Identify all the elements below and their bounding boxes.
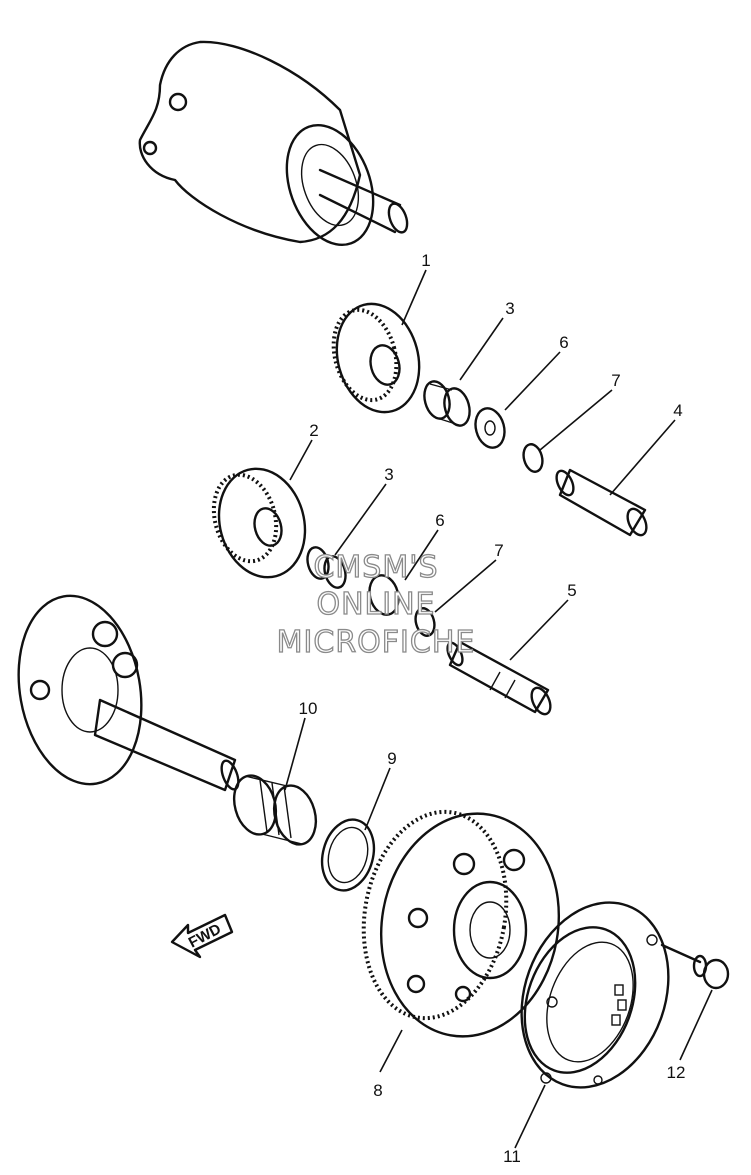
washer-9 xyxy=(320,818,376,892)
callout-7-lower: 7 xyxy=(494,541,503,560)
starter-motor xyxy=(138,40,409,247)
shaft-5 xyxy=(446,640,552,716)
bolt-12 xyxy=(660,943,730,990)
callout-2: 2 xyxy=(309,421,318,440)
circlip-7-lower xyxy=(414,607,436,637)
callout-9: 9 xyxy=(387,749,396,768)
callout-1: 1 xyxy=(421,251,430,270)
circlip-7-upper xyxy=(522,443,544,473)
callout-3-lower: 3 xyxy=(384,465,393,484)
callout-labels: 1 2 3 3 4 5 6 6 7 7 8 9 10 11 12 xyxy=(299,251,686,1166)
one-way-clutch-11 xyxy=(520,901,670,1089)
callout-7-upper: 7 xyxy=(611,371,620,390)
starter-gear-8 xyxy=(361,809,561,1038)
watermark-line-2: ONLINE xyxy=(316,587,435,622)
watermark-line-1: CMSM'S xyxy=(313,550,438,585)
gear-1 xyxy=(331,302,421,414)
shaft-4 xyxy=(555,468,648,537)
washer-6-lower xyxy=(368,574,400,616)
callout-6-lower: 6 xyxy=(435,511,444,530)
washer-6-upper xyxy=(474,407,506,449)
forward-direction-arrow: FWD xyxy=(170,913,234,959)
callout-10: 10 xyxy=(299,699,318,718)
leader-lines xyxy=(284,269,713,1149)
callout-4: 4 xyxy=(673,401,682,420)
callout-5: 5 xyxy=(567,581,576,600)
callout-11: 11 xyxy=(503,1147,521,1166)
watermark: CMSM'S ONLINE MICROFICHE xyxy=(276,549,476,660)
watermark-line-3: MICROFICHE xyxy=(277,625,476,660)
callout-6-upper: 6 xyxy=(559,333,568,352)
callout-8: 8 xyxy=(373,1081,382,1100)
callout-3-upper: 3 xyxy=(505,299,514,318)
clutch-hub-shaft xyxy=(17,594,240,792)
needle-bearing-10 xyxy=(232,774,318,846)
gear-2 xyxy=(211,467,307,579)
callout-12: 12 xyxy=(667,1063,686,1082)
needle-bearing-3-upper xyxy=(423,380,471,427)
needle-bearing-3-lower xyxy=(306,546,347,589)
